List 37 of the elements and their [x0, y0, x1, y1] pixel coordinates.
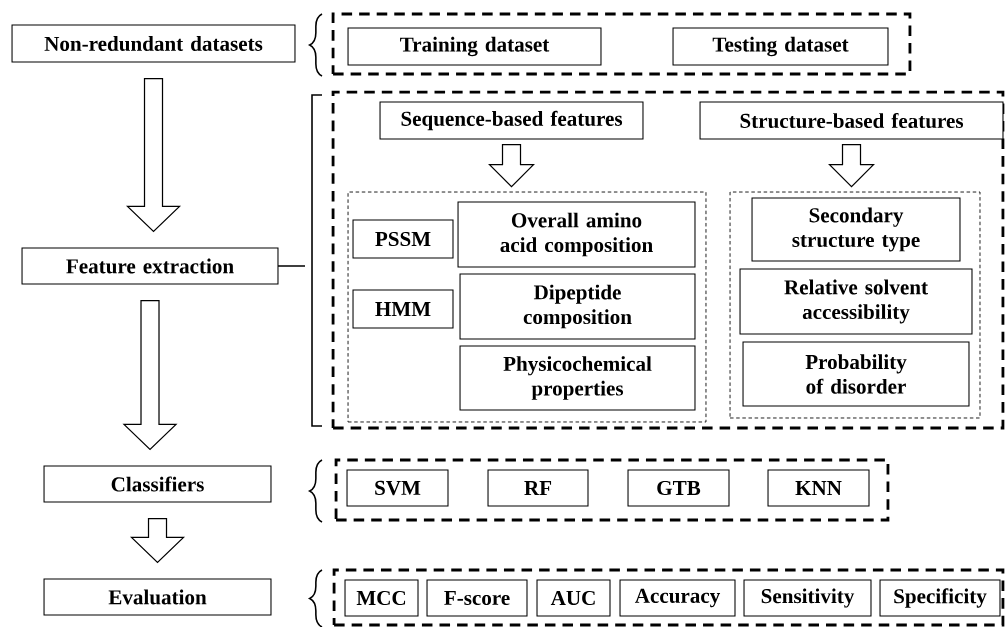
dotted-group-box	[729, 191, 981, 419]
block-arrow	[126, 77, 182, 233]
label-box: HMM	[352, 289, 454, 329]
label-box: GTB	[627, 469, 730, 507]
block-arrow	[488, 143, 535, 188]
label-box: Specificity	[879, 579, 1001, 617]
label-box: Evaluation	[43, 578, 272, 616]
label-box: Structure-based features	[699, 101, 1004, 140]
label-box: Non-redundant datasets	[11, 24, 296, 63]
label-box: MCC	[344, 579, 419, 617]
label-box: Physicochemical properties	[459, 345, 696, 411]
label-box: Sensitivity	[743, 579, 872, 617]
label-box: Secondary structure type	[751, 197, 961, 262]
dotted-group-box	[347, 191, 707, 423]
label-box: Relative solvent accessibility	[739, 268, 973, 335]
block-arrow	[122, 299, 178, 451]
label-box: Overall amino acid composition	[457, 201, 696, 268]
label-box: KNN	[767, 469, 870, 507]
dashed-group-box	[331, 12, 912, 76]
label-box: Classifiers	[43, 465, 272, 503]
dashed-group-box	[332, 568, 1005, 627]
block-arrow	[130, 517, 186, 564]
block-arrow	[828, 143, 875, 188]
label-box: Accuracy	[619, 579, 736, 617]
label-box: Training dataset	[347, 27, 602, 66]
label-box: RF	[487, 469, 589, 507]
label-box: Probability of disorder	[742, 341, 970, 407]
label-box: SVM	[346, 469, 449, 507]
label-box: AUC	[536, 579, 611, 617]
label-box: Feature extraction	[21, 247, 279, 285]
label-box: PSSM	[352, 219, 454, 259]
label-box: Sequence-based features	[379, 101, 644, 140]
dashed-group-box	[331, 90, 1005, 430]
label-box: Testing dataset	[672, 27, 889, 66]
label-box: Dipeptide composition	[459, 273, 696, 340]
label-box: F-score	[426, 579, 528, 617]
dashed-group-box	[334, 458, 890, 522]
